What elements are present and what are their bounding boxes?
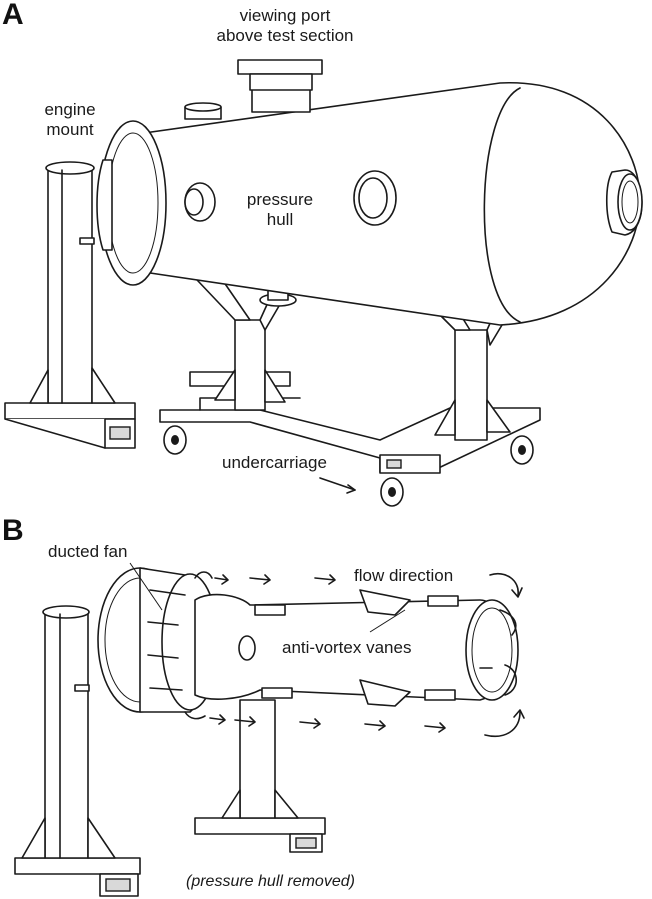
viewing-port-label-line2: above test section	[216, 26, 354, 45]
pressure-hull-a	[96, 59, 643, 326]
test-section-duct-b	[194, 589, 519, 707]
engine-mount-label-line2: mount	[46, 120, 94, 139]
flow-arrows-b	[184, 571, 525, 737]
panel-a-letter: A	[2, 0, 24, 31]
engine-mount-b	[14, 605, 141, 897]
panel-b-letter: B	[2, 514, 24, 547]
panel-a-drawing	[4, 59, 643, 507]
pressure-hull-label: pressure hull	[240, 190, 320, 230]
engine-mount-label: engine mount	[30, 100, 110, 140]
engine-mount-a	[4, 161, 136, 449]
ducted-fan-label: ducted fan	[48, 542, 128, 561]
leader-lines-b	[129, 562, 406, 633]
panel-b-drawing	[14, 562, 525, 897]
flow-direction-label: flow direction	[354, 566, 454, 585]
pressure-hull-label-line1: pressure	[246, 190, 314, 209]
test-section-stand-b	[194, 699, 326, 853]
viewing-port-label-line1: viewing port	[239, 6, 331, 25]
engine-mount-label-line1: engine	[44, 100, 96, 119]
undercarriage-arrow-a	[319, 477, 356, 494]
anti-vortex-vanes-label: anti-vortex vanes	[282, 638, 412, 657]
pressure-hull-removed-note: (pressure hull removed)	[186, 873, 355, 890]
caster-wheels-a	[163, 425, 534, 507]
viewing-port-label: viewing port above test section	[190, 6, 380, 46]
pressure-hull-label-line2: hull	[266, 210, 294, 229]
undercarriage-label: undercarriage	[222, 453, 327, 472]
